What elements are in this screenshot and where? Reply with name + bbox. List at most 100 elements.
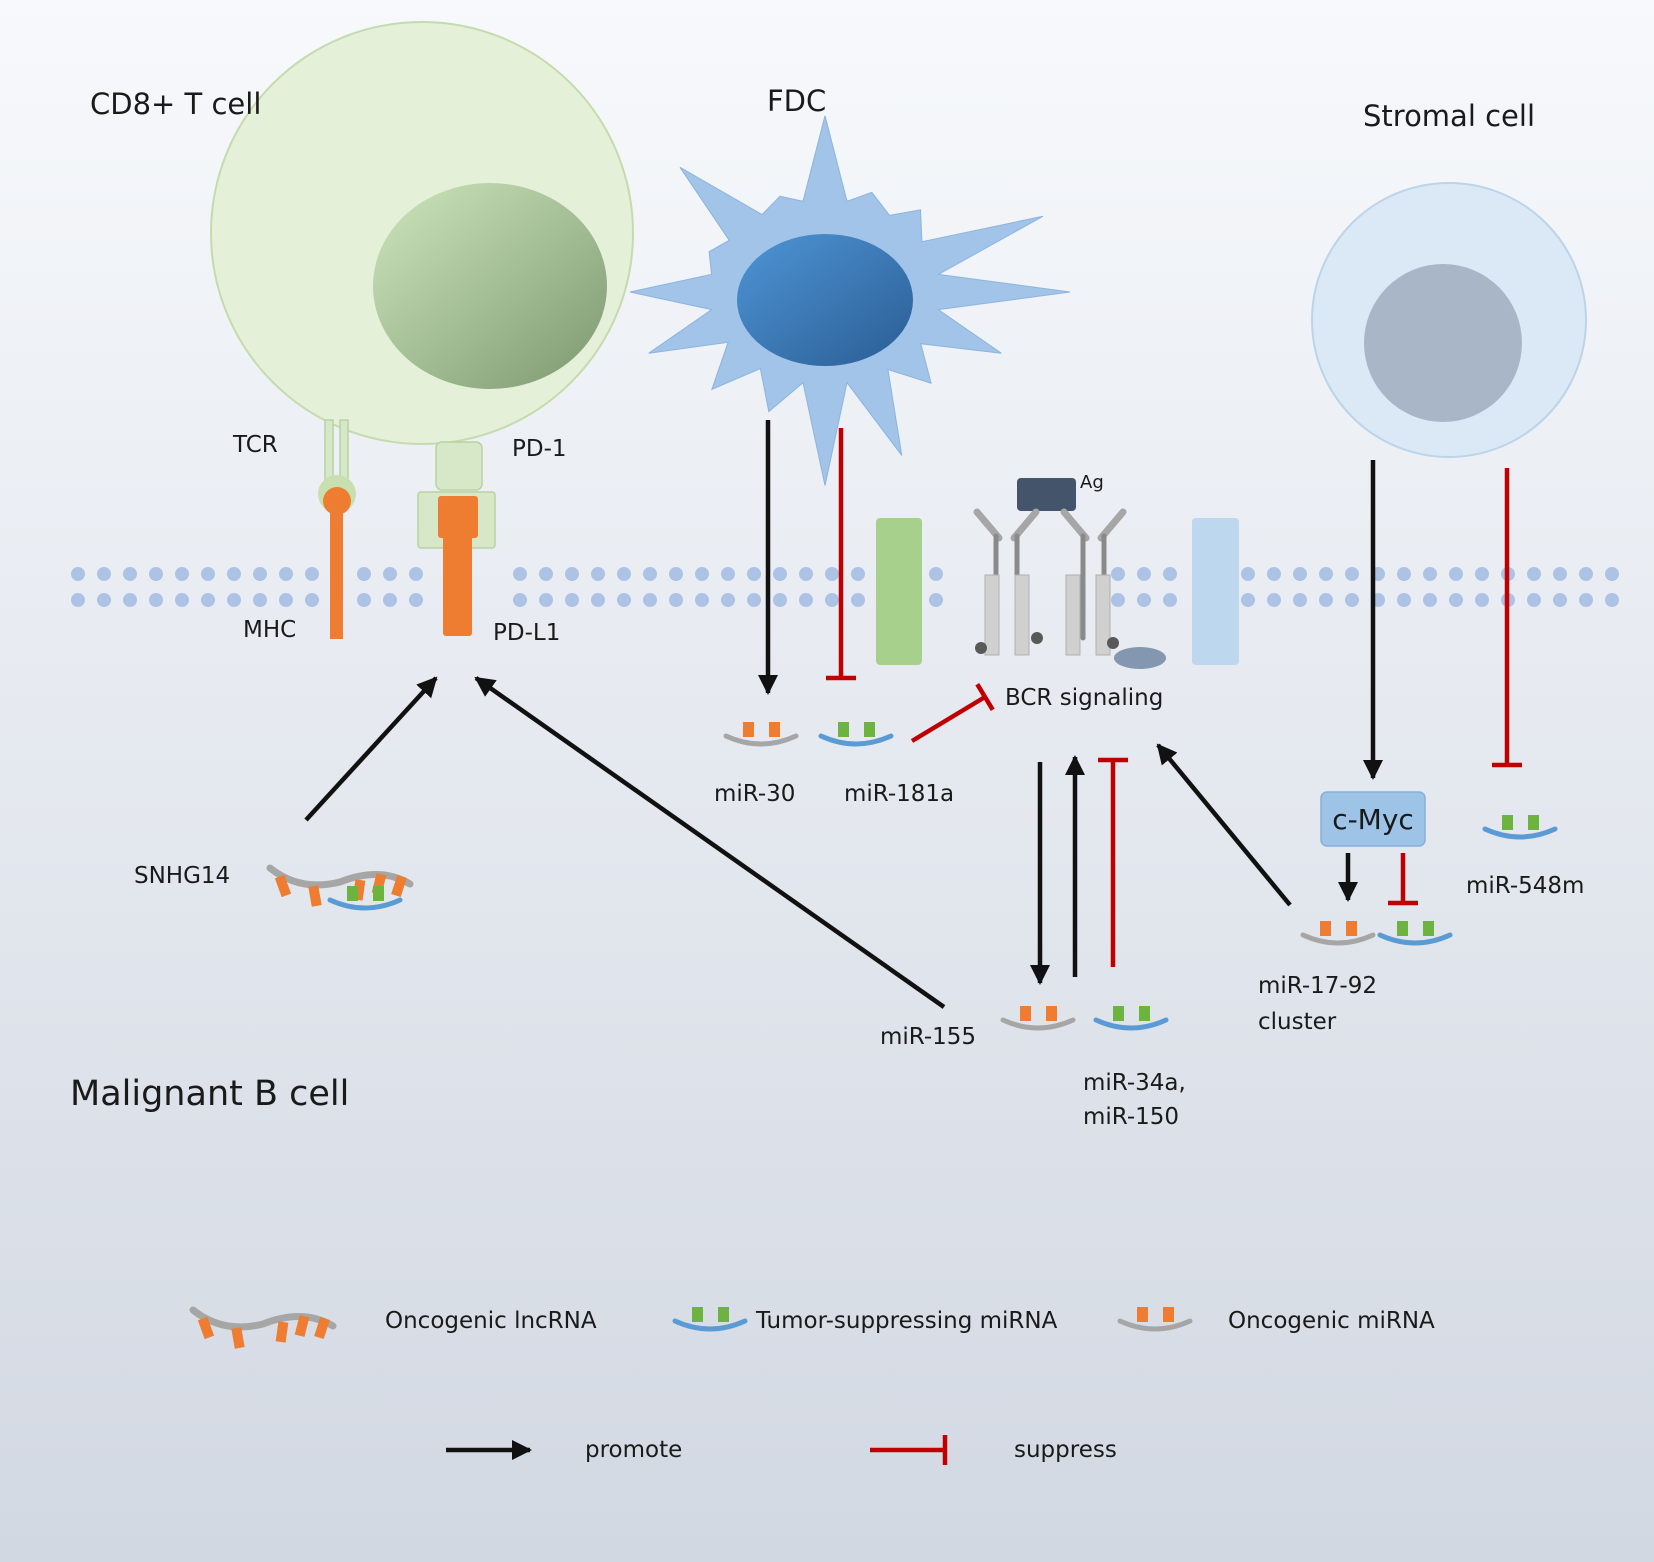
mir30-glyph (723, 722, 799, 747)
inhibit-stromal-to-mir548m (1492, 468, 1522, 768)
rna-strand (1300, 932, 1376, 946)
membrane-lipid (97, 567, 111, 581)
membrane-lipid (1137, 567, 1151, 581)
membrane-lipid (1423, 593, 1437, 607)
arrow-mir155-to-pdl1 (474, 676, 946, 1009)
membrane-lipid (591, 593, 605, 607)
membrane-lipid (643, 593, 657, 607)
mir150-label: miR-150 (1083, 1104, 1179, 1130)
membrane-lipid (695, 567, 709, 581)
inhibit-cmyc-to-mir1792-ts (1388, 853, 1418, 906)
membrane-lipid (1319, 593, 1333, 607)
membrane-lipid (149, 567, 163, 581)
membrane-lipid (71, 593, 85, 607)
lncrna-tooth (274, 874, 292, 898)
membrane-lipid (1111, 593, 1125, 607)
membrane-lipid (1267, 593, 1281, 607)
mir548m-glyph (1482, 815, 1558, 840)
membrane-lipid (409, 567, 423, 581)
membrane-lipid (825, 593, 839, 607)
membrane-lipid (669, 567, 683, 581)
membrane-lipid (1579, 593, 1593, 607)
rna-tooth (1046, 1006, 1057, 1021)
membrane-lipid (721, 567, 735, 581)
membrane-lipid (1267, 567, 1281, 581)
membrane-lipid (643, 567, 657, 581)
membrane-lipid (305, 567, 319, 581)
rna-strand (672, 1318, 748, 1332)
rna-tooth (1397, 921, 1408, 936)
membrane-lipid (97, 593, 111, 607)
inhibit-fdc-to-mir181a (826, 428, 856, 681)
lncrna-tooth (231, 1327, 245, 1349)
membrane-lipid (305, 593, 319, 607)
c-myc-label: c-Myc (1332, 803, 1414, 836)
bcr-complex (973, 478, 1166, 669)
rna-tooth (838, 722, 849, 737)
antigen (1017, 478, 1076, 511)
rna-tooth (1139, 1006, 1150, 1021)
rna-strand (1482, 826, 1558, 840)
membrane-lipid (1605, 593, 1619, 607)
lncrna-tooth (197, 1316, 215, 1340)
arrow-snhg14-to-pdl1 (304, 676, 438, 822)
pdl1-ligand (438, 496, 478, 636)
legend-onco-mirna-glyph (1117, 1307, 1193, 1332)
rna-tooth (1020, 1006, 1031, 1021)
mir548m-label: miR-548m (1466, 873, 1584, 899)
membrane-lipid (773, 567, 787, 581)
membrane-lipid (123, 593, 137, 607)
membrane-lipid (1449, 593, 1463, 607)
membrane-lipid (357, 567, 371, 581)
mir1792-onco-glyph (1300, 921, 1376, 946)
membrane-lipid (1553, 593, 1567, 607)
membrane-lipid (591, 567, 605, 581)
ag-label: Ag (1080, 472, 1104, 493)
membrane-lipid (669, 593, 683, 607)
mir181a-glyph (818, 722, 894, 747)
membrane-lipid (227, 593, 241, 607)
rna-tooth (347, 886, 358, 901)
fdc-cell (629, 115, 1071, 486)
fdc-label: FDC (767, 84, 826, 118)
lncrna-tooth (391, 874, 407, 898)
membrane-lipid (1163, 567, 1177, 581)
mir34a-mir150-glyph (1093, 1006, 1169, 1031)
rna-tooth (1163, 1307, 1174, 1322)
membrane-lipid (279, 567, 293, 581)
membrane-lipid (1423, 567, 1437, 581)
membrane-lipid (721, 593, 735, 607)
rna-tooth (1502, 815, 1513, 830)
fdc-nucleus (737, 234, 913, 366)
rna-tooth (743, 722, 754, 737)
rna-glyphs (189, 722, 1558, 1349)
lncrna-tooth (314, 1316, 330, 1340)
bcr-signaling-label: BCR signaling (1005, 685, 1163, 711)
rna-tooth (769, 722, 780, 737)
inhibit-bar (975, 682, 995, 712)
rna-strand (1377, 932, 1453, 946)
mir155-label: miR-155 (880, 1024, 976, 1050)
mhc-molecule (323, 487, 351, 639)
arrow-mir1792-to-bcr (1156, 743, 1292, 907)
lncrna-tooth (294, 1315, 310, 1337)
legend-lncrna-glyph (189, 1306, 337, 1349)
membrane-lipid (799, 593, 813, 607)
membrane-lipid (851, 593, 865, 607)
membrane-lipid (383, 593, 397, 607)
membrane-lipid (1293, 567, 1307, 581)
membrane-lipid (747, 567, 761, 581)
membrane-lipid (149, 593, 163, 607)
membrane-lipid (513, 567, 527, 581)
rna-tooth (1113, 1006, 1124, 1021)
mir181a-label: miR-181a (844, 781, 954, 807)
legend-promote-label: promote (585, 1437, 682, 1463)
membrane-lipid (773, 593, 787, 607)
membrane-lipid (253, 593, 267, 607)
membrane-lipid (1137, 593, 1151, 607)
membrane-lipid (1449, 567, 1463, 581)
membrane-lipid (1553, 567, 1567, 581)
mir34a-label: miR-34a, (1083, 1070, 1186, 1096)
